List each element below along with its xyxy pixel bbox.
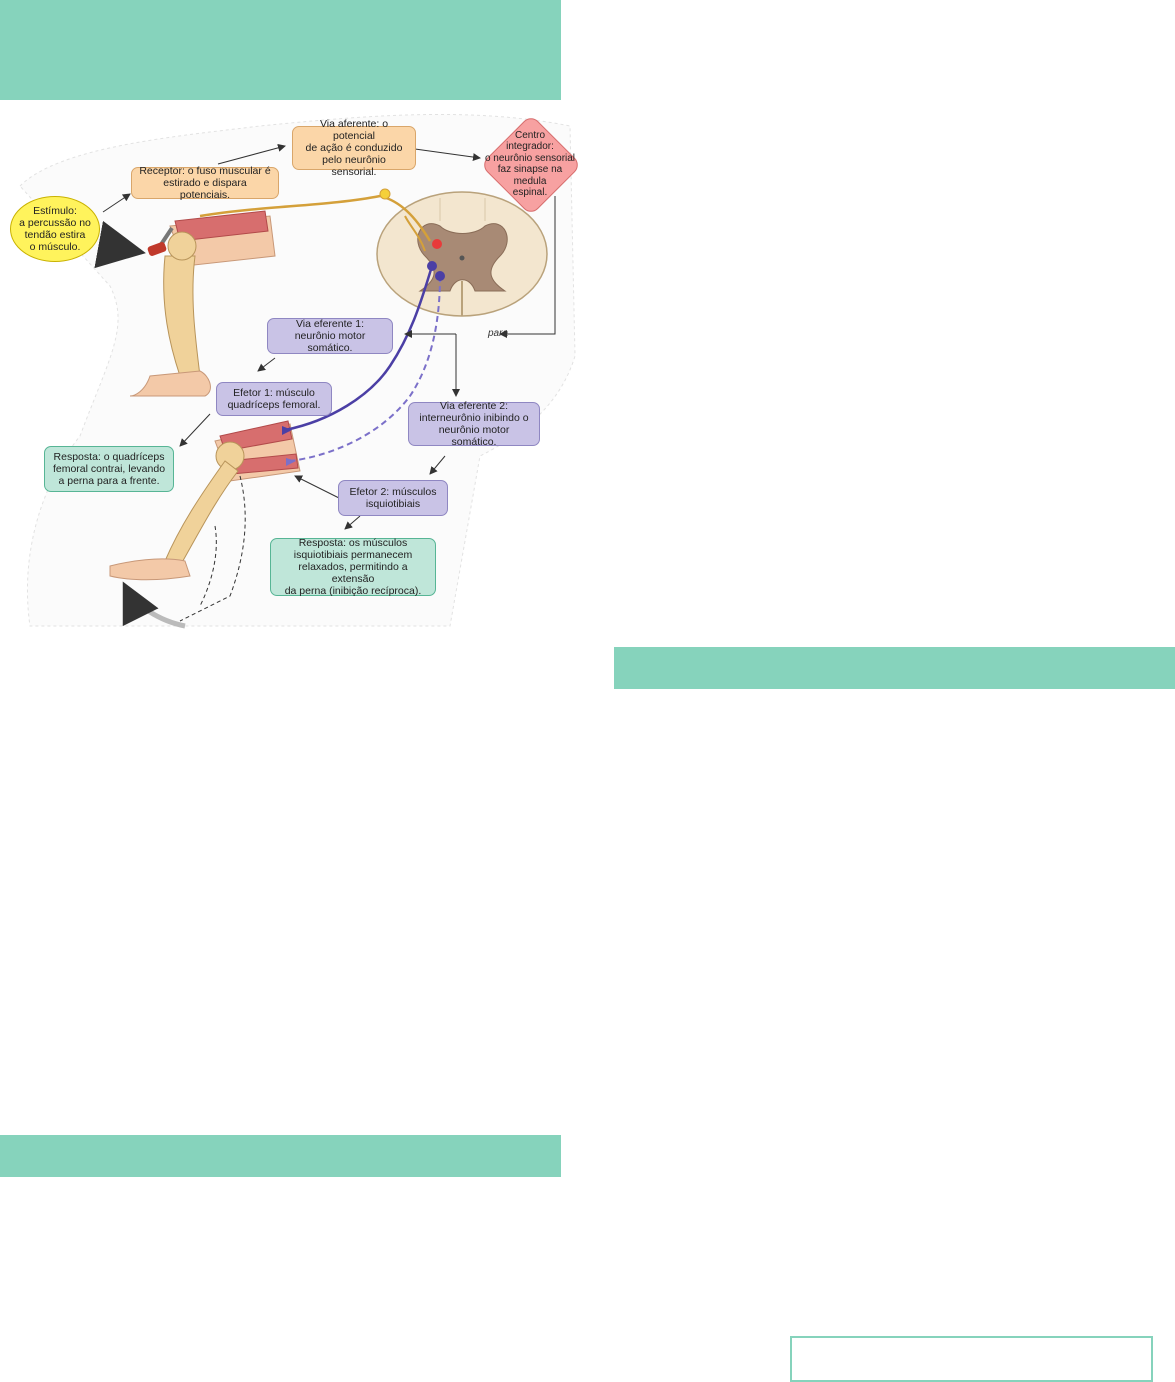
effector-2-label: Efetor 2: músculos isquiotibiais [338,480,448,516]
effector-1-label: Efetor 1: músculo quadríceps femoral. [216,382,332,416]
footer-box [790,1336,1153,1382]
response-2-label: Resposta: os músculos isquiotibiais perm… [270,538,436,596]
efferent-pathway-1-label: Via eferente 1: neurônio motor somático. [267,318,393,354]
integrator-label: Centro integrador: o neurônio sensorial … [480,114,580,214]
para-label: para [488,328,508,339]
header-band-right [614,647,1175,689]
header-band-top-left [0,0,561,100]
header-band-bottom-left [0,1135,561,1177]
receptor-label: Receptor: o fuso muscular é estirado e d… [131,167,279,199]
interneuron-cell-body-icon [435,271,445,281]
motor-cell-body-icon [427,261,437,271]
response-1-label: Resposta: o quadríceps femoral contrai, … [44,446,174,492]
afferent-pathway-label: Via aferente: o potencial de ação é cond… [292,126,416,170]
tap-arrow-icon [118,248,140,252]
sensory-cell-body-icon [380,189,390,199]
synapse-icon [432,239,442,249]
efferent-pathway-2-label: Via eferente 2: interneurônio inibindo o… [408,402,540,446]
integrator-center: Centro integrador: o neurônio sensorial … [480,114,580,214]
knee-jerk-reflex-figure: Estímulo: a percussão no tendão estira o… [0,106,580,636]
stimulus-label: Estímulo: a percussão no tendão estira o… [10,196,100,262]
